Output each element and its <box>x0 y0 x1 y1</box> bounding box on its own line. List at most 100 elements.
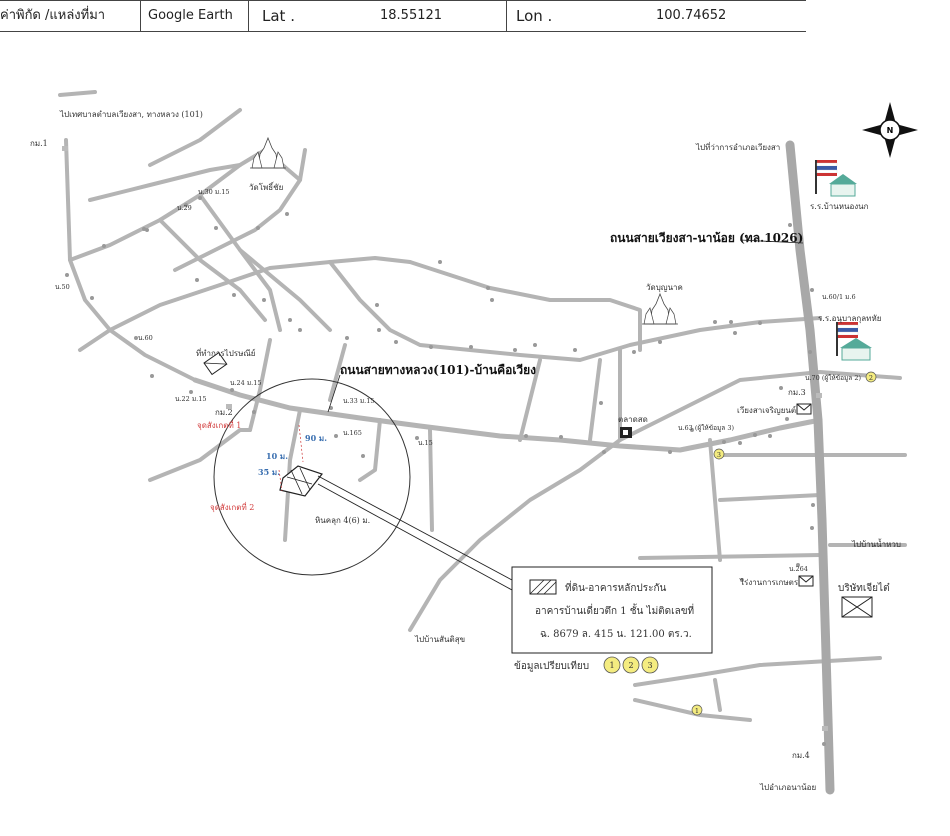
road <box>713 678 722 712</box>
road <box>173 148 307 272</box>
marker-1-number: 1 <box>609 661 614 670</box>
highway-pointer-line <box>739 239 804 244</box>
road <box>148 428 252 482</box>
label-house-15: น.15 <box>418 439 433 447</box>
road <box>158 218 267 322</box>
coord-label: ค่าพิกัด /แหล่งที่มา <box>0 8 106 23</box>
label-house-30: น.30 ม.15 <box>198 188 229 196</box>
road <box>358 418 382 482</box>
house-markers <box>65 196 826 746</box>
label-to-district-office: ไปที่ว่าการอำเภอเวียงสา <box>695 141 780 152</box>
road <box>588 358 602 442</box>
road <box>108 256 412 332</box>
road <box>58 90 97 97</box>
header-divider <box>248 1 249 31</box>
leader-line <box>317 475 513 581</box>
road <box>633 698 752 722</box>
road <box>198 193 282 332</box>
school-icon <box>815 160 857 197</box>
road <box>708 438 722 562</box>
temple-icon <box>250 136 286 169</box>
road <box>238 248 332 332</box>
lon-label: Lon . <box>516 7 553 25</box>
school-icon <box>836 322 872 361</box>
compass-letter: N <box>887 126 894 135</box>
company-icon <box>841 596 873 618</box>
label-house-29: น.29 <box>177 204 192 212</box>
label-house-33: น.33 ม.15 <box>343 397 374 405</box>
label-dist-35: 35 ม. <box>258 467 280 477</box>
leader-line <box>317 483 513 591</box>
map-marker-2 <box>865 371 877 383</box>
label-to-ban-namhuab: ไปบ้านน้ำหวบ <box>851 538 901 549</box>
temple-icon <box>642 292 678 325</box>
label-observation-point-1: จุดสังเกตที่ 1 <box>197 419 241 430</box>
label-highway-1026: ถนนสายเวียงสา-นาน้อย (ทล.1026) <box>610 231 803 245</box>
highway-1026 <box>785 140 835 795</box>
km-marker-icons <box>62 146 828 731</box>
source-value: Google Earth <box>148 8 233 23</box>
label-to-nanoi-district: ไปอำเภอนาน้อย <box>759 783 816 792</box>
legend-line2: อาคารบ้านเดี่ยวตึก 1 ชั้น ไม่ติดเลขที่ <box>535 603 694 617</box>
road <box>78 328 112 352</box>
road <box>428 428 434 532</box>
label-school-anuban: ร.ร.อนุบาลกุลทหัย <box>818 314 881 323</box>
road-to-sanhisuk <box>408 370 902 632</box>
market-icon <box>620 427 632 438</box>
radius-circle <box>213 378 411 576</box>
marker-3 <box>641 656 659 674</box>
label-km2: กม.2 <box>215 408 233 417</box>
main-road-101 <box>192 377 823 453</box>
label-wiangsa-charoen: เวียงสาเจริญยนต์ <box>737 405 796 415</box>
label-km3: กม.3 <box>788 388 806 397</box>
legend-line3: ฉ. 8679 ล. 415 น. 121.00 ตร.ว. <box>540 629 692 640</box>
label-house-63: น.63 (ผู้ให้ข้อมูล 3) <box>678 424 734 432</box>
label-house-165: น.165 <box>343 429 362 437</box>
post-office-icon <box>203 351 228 376</box>
marker-1 <box>603 656 621 674</box>
road-left-vertical <box>64 138 197 382</box>
road <box>633 656 882 687</box>
road <box>283 408 302 542</box>
label-house-60-1: น.60/1 ม.6 <box>822 293 856 301</box>
map-marker-2-number: 2 <box>869 374 873 382</box>
comparison-label: ข้อมูลเปรียบเทียบ <box>514 660 589 672</box>
legend-line1: ที่ดิน-อาคารหลักประกัน <box>565 580 667 594</box>
label-house-50: น.50 <box>55 283 70 291</box>
label-road-width: หินคลุก 4(6) ม. <box>315 516 370 525</box>
road <box>148 108 242 167</box>
legend-hatch-icon <box>529 579 557 595</box>
label-km4: กม.4 <box>792 751 810 760</box>
label-house-264: น.264 <box>789 565 808 573</box>
road <box>88 163 242 202</box>
road <box>248 338 272 432</box>
lat-label: Lat . <box>262 7 295 25</box>
label-house-60: น.60 <box>138 334 153 342</box>
compass-icon: N <box>862 102 918 158</box>
dist-line-35 <box>278 469 283 492</box>
map-marker-3 <box>713 448 725 460</box>
label-house-22: น.22 ม.15 <box>175 395 206 403</box>
header-divider <box>506 1 507 31</box>
main-road-pointer-line <box>327 374 341 413</box>
label-school-nongnok: ร.ร.บ้านหนองนก <box>810 202 869 211</box>
agri-farm-icon <box>798 575 814 587</box>
label-to-ban-sanhisuk: ไปบ้านสันติสุข <box>414 635 465 644</box>
subject-plot <box>279 465 323 497</box>
marker-2-number: 2 <box>628 661 633 670</box>
label-wat-pho-chai: วัดโพธิ์ชัย <box>249 181 283 192</box>
label-company: บริษัทเจียไต๋ <box>838 582 890 594</box>
road <box>328 343 347 402</box>
label-house-70: น.70 (ผู้ให้ข้อมูล 2) <box>805 374 861 382</box>
road <box>328 260 822 362</box>
road <box>518 358 542 442</box>
label-dist-90: 90 ม. <box>305 433 327 443</box>
road <box>638 553 822 560</box>
marker-2 <box>622 656 640 674</box>
comparison-markers: 1 2 3 <box>603 656 659 674</box>
dist-line-90 <box>298 424 304 463</box>
label-dist-10: 10 ม. <box>266 451 288 461</box>
coordinate-header: ค่าพิกัด /แหล่งที่มา Google Earth Lat . … <box>0 0 806 32</box>
wiangsa-charoen-icon <box>796 403 812 415</box>
